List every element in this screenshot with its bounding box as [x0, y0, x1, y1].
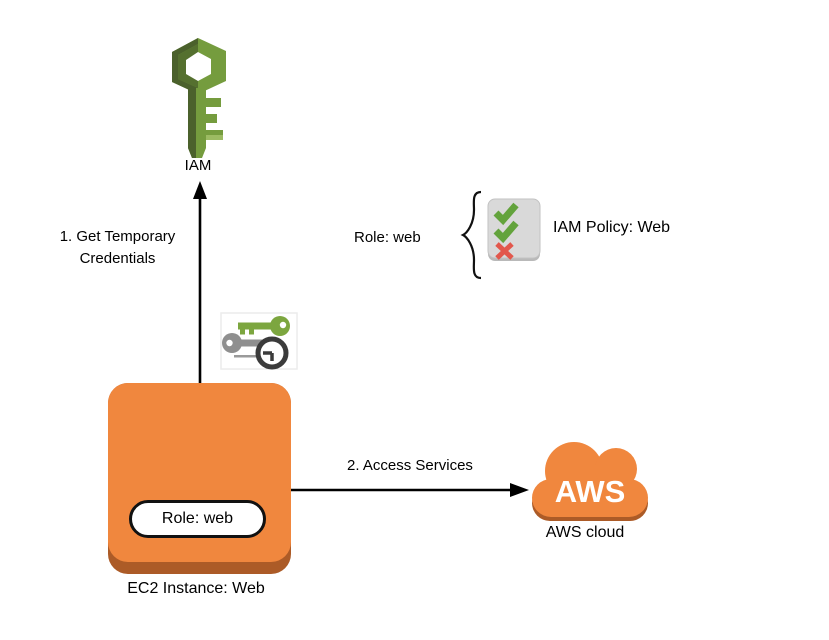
- get-credentials-label-line2: Credentials: [79, 250, 156, 267]
- aws-cloud-icon: AWS: [532, 442, 648, 521]
- get-credentials-label: 1. Get Temporary Credentials: [30, 226, 205, 270]
- access-services-label: 2. Access Services: [347, 457, 473, 474]
- role-badge: Role: web: [129, 500, 266, 538]
- policy-checklist-icon: [487, 198, 541, 261]
- aws-cloud-logo-text: AWS: [555, 474, 626, 509]
- curly-brace-icon: [460, 190, 482, 280]
- iam-label: IAM: [184, 157, 212, 174]
- iam-policy-label: IAM Policy: Web: [553, 219, 671, 236]
- get-credentials-label-line1: 1. Get Temporary: [59, 228, 176, 245]
- role-badge-label: Role: web: [161, 510, 234, 527]
- role-annotation-label: Role: web: [354, 229, 421, 246]
- access-services-arrow: [291, 483, 529, 497]
- iam-key-icon: [172, 38, 226, 158]
- ec2-instance-label: EC2 Instance: Web: [127, 580, 265, 597]
- get-credentials-arrow: [193, 181, 207, 383]
- aws-cloud-label: AWS cloud: [545, 524, 625, 541]
- ec2-instance-box: [108, 383, 291, 574]
- keys-clock-icon: [220, 312, 298, 370]
